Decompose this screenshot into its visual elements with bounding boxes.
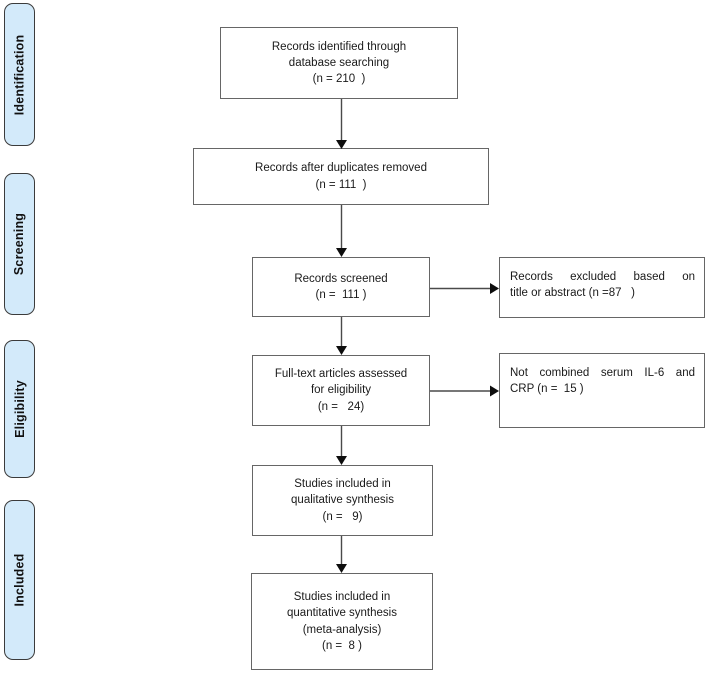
box-qualitative-synthesis: Studies included in qualitative synthesi… (252, 465, 433, 536)
box-excluded-not-combined: Not combined serum IL-6 and CRP (n = 15 … (499, 353, 705, 428)
box-records-identified-text: Records identified through database sear… (271, 40, 407, 86)
box-fulltext-assessed-text: Full-text articles assessed for eligibil… (274, 368, 408, 413)
arrow-duplicates-to-screened (336, 205, 347, 257)
arrow-qualitative-to-quantitative (336, 536, 347, 573)
excluded-2-line-2: CRP (n = 15 ) (510, 383, 584, 396)
box-records-identified: Records identified through database sear… (220, 27, 458, 99)
stage-label-included: Included (4, 500, 35, 660)
box-records-excluded-title-abstract: Records excluded based on title or abstr… (499, 257, 705, 318)
box-records-excluded-title-abstract-text: Records excluded based on title or abstr… (500, 258, 704, 302)
arrow-screened-to-fulltext (336, 317, 347, 355)
stage-label-identification-text: Identification (12, 34, 27, 115)
box-duplicates-removed-text: Records after duplicates removed (n = 11… (255, 162, 427, 191)
box-qualitative-synthesis-text: Studies included in qualitative synthesi… (291, 478, 394, 523)
excluded-2-line-1: Not combined serum IL-6 and (510, 367, 695, 379)
stage-label-eligibility: Eligibility (4, 340, 35, 478)
stage-label-screening: Screening (4, 173, 35, 315)
box-quantitative-synthesis: Studies included in quantitative synthes… (251, 573, 433, 670)
box-quantitative-synthesis-text: Studies included in quantitative synthes… (287, 590, 397, 652)
stage-label-screening-text: Screening (12, 212, 27, 276)
excluded-1-line-2: title or abstract (n =87 ) (510, 287, 635, 300)
box-excluded-not-combined-text: Not combined serum IL-6 and CRP (n = 15 … (500, 354, 704, 398)
box-records-screened: Records screened (n = 111 ) (252, 257, 430, 317)
stage-label-included-text: Included (12, 553, 27, 607)
box-duplicates-removed: Records after duplicates removed (n = 11… (193, 148, 489, 205)
arrow-screened-to-excluded (430, 283, 499, 294)
stage-label-identification: Identification (4, 3, 35, 146)
arrow-fulltext-to-qualitative (336, 426, 347, 465)
box-fulltext-assessed: Full-text articles assessed for eligibil… (252, 355, 430, 426)
box-records-screened-text: Records screened (n = 111 ) (294, 272, 388, 301)
excluded-1-line-1: Records excluded based on (510, 271, 695, 283)
arrow-identified-to-duplicates (336, 99, 347, 149)
stage-label-eligibility-text: Eligibility (12, 380, 27, 438)
arrow-fulltext-to-excluded (430, 385, 499, 397)
